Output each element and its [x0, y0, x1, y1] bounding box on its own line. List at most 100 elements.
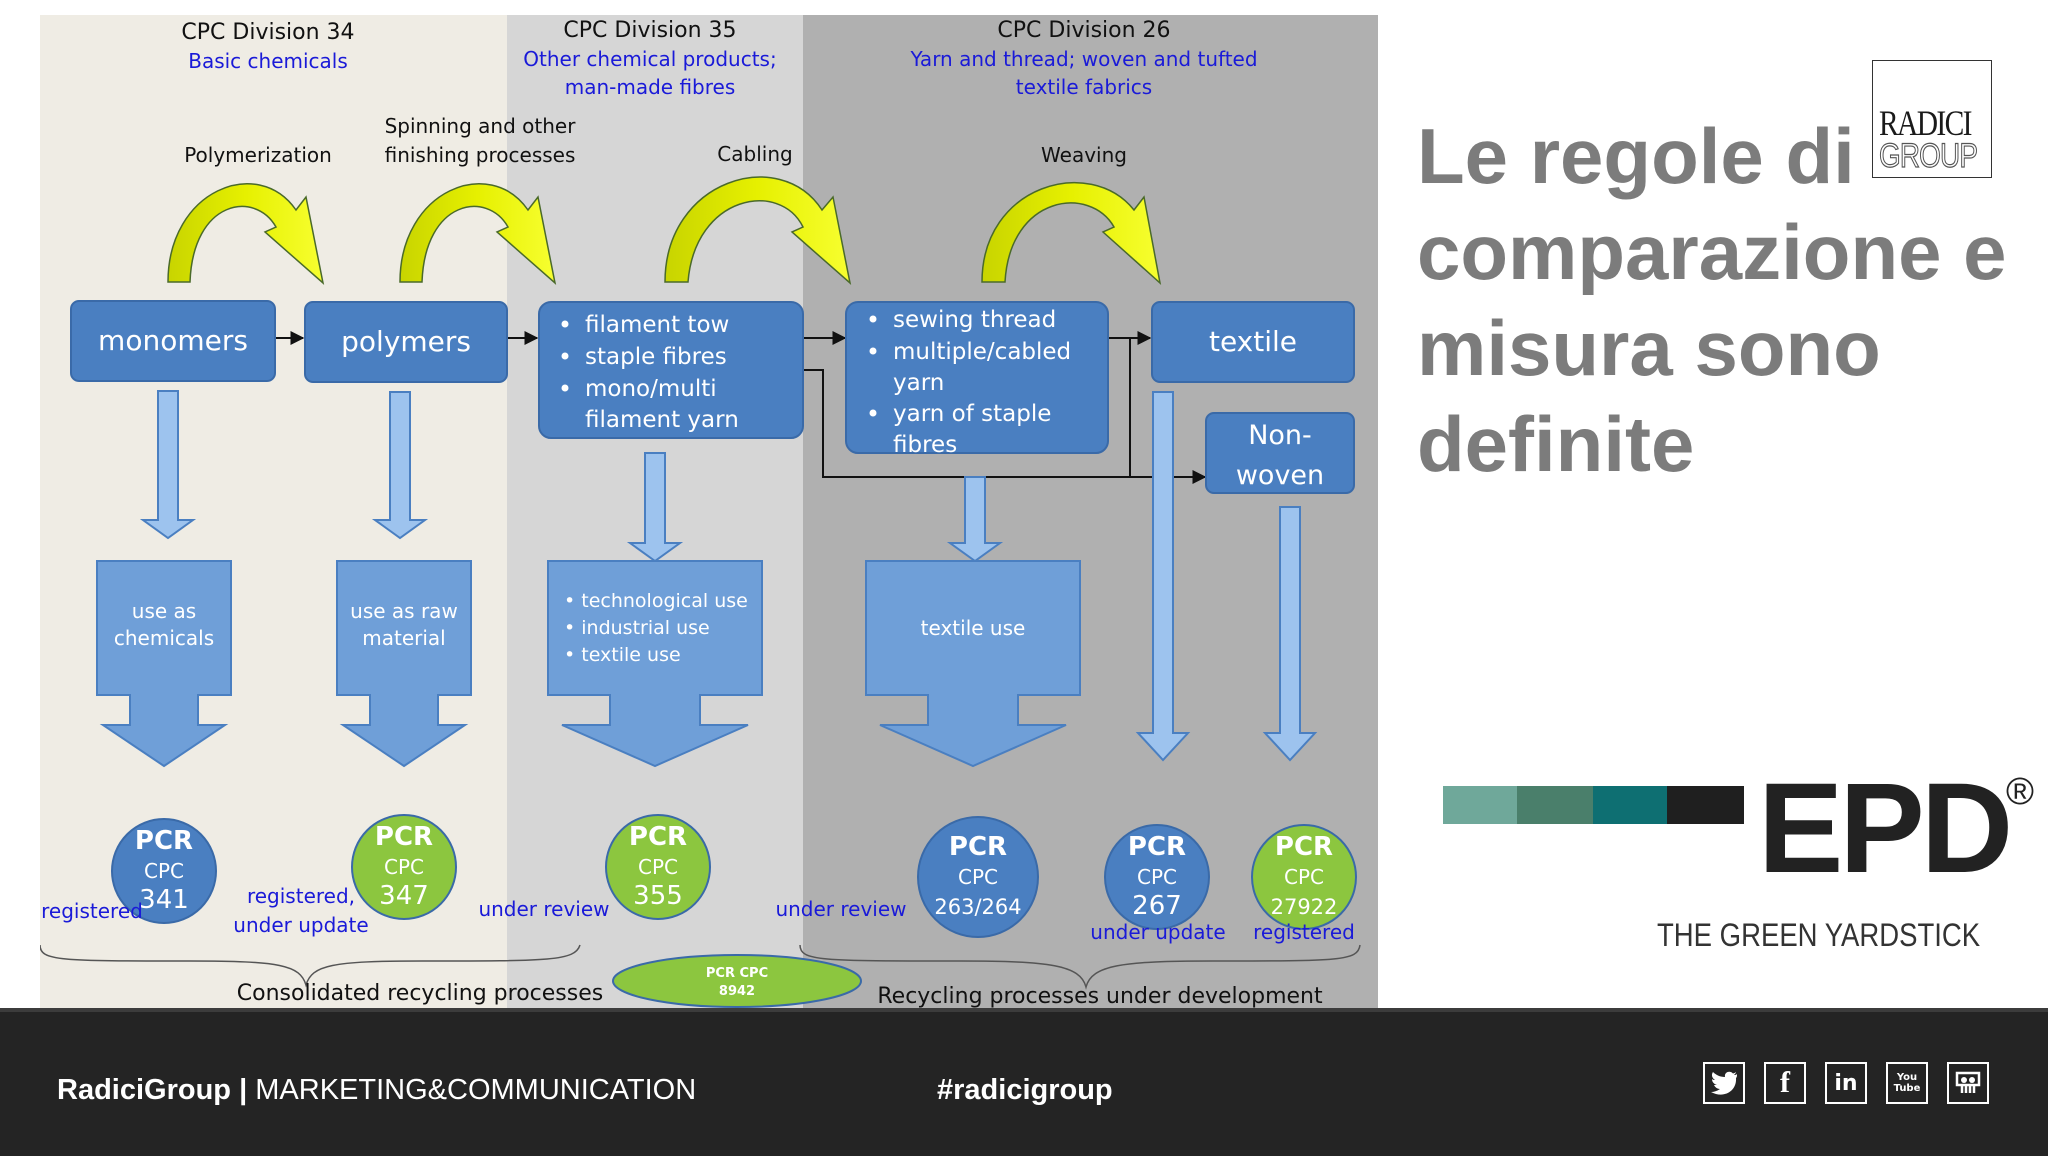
filament-item-2: staple fibres: [585, 344, 727, 370]
curved-arrow-weaving: [981, 181, 1162, 286]
down-arrow-polymers: [371, 391, 429, 540]
recycling-development-label: Recycling processes under development: [877, 984, 1323, 1009]
pcr-code-2: 347: [379, 881, 429, 911]
pcr-cpc-3: CPC: [638, 855, 678, 879]
footer-brand-line: RadiciGroup | MARKETING&COMMUNICATION: [57, 1074, 696, 1107]
box-nonwoven-label-1: Non-: [1248, 420, 1312, 451]
box-monomers: [70, 300, 276, 382]
cpc-process-diagram: CPC Division 34 Basic chemicals CPC Divi…: [40, 15, 1378, 1011]
use-arrow-raw-material: [336, 560, 472, 768]
box-sewing: [845, 301, 1109, 454]
pcr-circle-shape-3: [605, 814, 711, 920]
pcr-circle-shape-4: [917, 816, 1039, 938]
pcr-label-6: PCR: [1275, 832, 1333, 862]
footer-separator: |: [239, 1074, 248, 1106]
pcr-circle-shape-2: [351, 814, 457, 920]
process-label-spinning-1: Spinning and other: [385, 114, 577, 138]
curved-arrow-spinning: [399, 183, 557, 286]
box-monomers-label: monomers: [98, 324, 248, 357]
pcr-code-3: 355: [633, 881, 683, 911]
use-arrow-textile: [865, 560, 1081, 768]
sewing-item-2-cont: yarn: [893, 370, 944, 396]
down-arrow-nonwoven: [1262, 506, 1318, 762]
status-355: under review: [478, 897, 609, 921]
pcr-code-6: 27922: [1271, 895, 1338, 919]
footer-hashtag[interactable]: #radicigroup: [937, 1074, 1113, 1106]
status-347-line1: registered,: [247, 884, 355, 908]
use-tech-line1: • technological use: [564, 590, 748, 612]
epd-registered-mark: ®: [2006, 771, 2034, 813]
epd-bar-3: [1593, 786, 1667, 824]
status-27922: registered: [1253, 920, 1355, 944]
sewing-item-3: yarn of staple: [893, 401, 1051, 427]
pcr-8942-code: 8942: [719, 984, 755, 999]
process-label-weaving: Weaving: [1041, 143, 1127, 167]
brace-consolidated: [40, 944, 581, 988]
filament-item-3: mono/multi: [585, 376, 717, 402]
status-341: registered: [41, 899, 143, 923]
use-chemicals-line1: use as: [132, 599, 196, 623]
connector-filament-nonwoven: [803, 369, 1207, 484]
division-35-subtitle-1: Other chemical products;: [523, 47, 776, 71]
curved-arrow-polymerization: [167, 183, 325, 286]
youtube-icon[interactable]: You Tube: [1886, 1062, 1928, 1104]
process-label-cabling: Cabling: [717, 142, 792, 166]
recycling-consolidated-label: Consolidated recycling processes: [237, 981, 603, 1006]
division-26-title: CPC Division 26: [997, 18, 1170, 43]
pcr-8942-ellipse: [612, 954, 862, 1008]
down-arrow-textile: [1135, 391, 1191, 762]
use-raw-line1: use as raw: [350, 599, 458, 623]
epd-bar-4: [1667, 786, 1744, 824]
division-34-title: CPC Division 34: [181, 20, 354, 45]
curved-arrow-cabling: [664, 176, 852, 286]
sewing-item-1: sewing thread: [893, 307, 1056, 333]
radici-group-logo: RADICI GROUP: [1872, 60, 1992, 178]
division-35-subtitle-2: man-made fibres: [565, 75, 736, 99]
box-nonwoven: [1205, 412, 1355, 494]
footer-bar: RadiciGroup | MARKETING&COMMUNICATION #r…: [0, 1008, 2048, 1156]
use-textile-line1: textile use: [921, 616, 1026, 640]
filament-item-3-cont: filament yarn: [585, 407, 739, 433]
status-263: under review: [775, 897, 906, 921]
process-label-spinning-2: finishing processes: [385, 143, 576, 167]
pcr-cpc-2: CPC: [384, 855, 424, 879]
pcr-circle-shape-5: [1104, 824, 1210, 930]
division-26-subtitle-2: textile fabrics: [1016, 75, 1152, 99]
use-tech-line2: • industrial use: [564, 617, 710, 639]
use-raw-line2: material: [362, 626, 445, 650]
epd-logo: EPD ® THE GREEN YARDSTICK: [1440, 764, 2040, 958]
pcr-label-3: PCR: [629, 822, 687, 852]
box-filament: [538, 301, 804, 439]
slideshare-icon[interactable]: [1947, 1062, 1989, 1104]
radici-logo-line2: GROUP: [1879, 137, 1979, 175]
pcr-label-1: PCR: [135, 826, 193, 856]
pcr-cpc-1: CPC: [144, 859, 184, 883]
use-arrow-tech: [547, 560, 763, 768]
pcr-cpc-5: CPC: [1137, 865, 1177, 889]
status-347-line2: under update: [233, 913, 368, 937]
footer-brand: RadiciGroup: [57, 1074, 232, 1106]
footer-department: MARKETING&COMMUNICATION: [255, 1074, 697, 1106]
pcr-code-5: 267: [1132, 891, 1182, 921]
box-textile: [1151, 301, 1355, 383]
box-textile-label: textile: [1209, 325, 1297, 358]
pcr-8942-top: PCR CPC: [706, 966, 768, 981]
pcr-circle-shape-1: [111, 818, 217, 924]
box-polymers-label: polymers: [341, 325, 471, 358]
down-arrow-filament: [626, 452, 684, 563]
division-34-subtitle: Basic chemicals: [188, 49, 348, 73]
pcr-label-2: PCR: [375, 822, 433, 852]
use-tech-line3: • textile use: [564, 644, 681, 666]
facebook-icon[interactable]: f: [1764, 1062, 1806, 1104]
pcr-cpc-4: CPC: [958, 865, 998, 889]
epd-bar-1: [1443, 786, 1517, 824]
pcr-circle-shape-6: [1251, 824, 1357, 930]
twitter-icon[interactable]: [1703, 1062, 1745, 1104]
sewing-item-3-cont: fibres: [893, 432, 957, 458]
linkedin-icon[interactable]: in: [1825, 1062, 1867, 1104]
box-nonwoven-label-2: woven: [1236, 460, 1324, 491]
